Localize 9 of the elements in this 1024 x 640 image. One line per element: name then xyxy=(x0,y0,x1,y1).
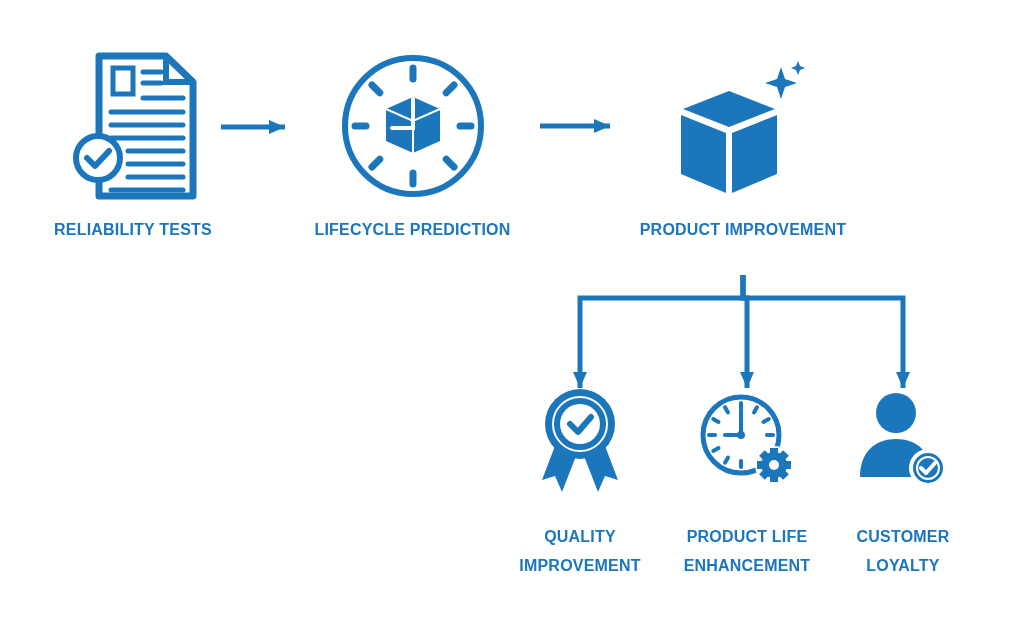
arrow xyxy=(540,119,610,133)
arrow xyxy=(221,120,285,134)
step-label: PRODUCT IMPROVEMENT xyxy=(638,220,848,240)
step-label: QUALITY IMPROVEMENT xyxy=(518,527,642,576)
step-label: PRODUCT LIFE ENHANCEMENT xyxy=(682,527,812,576)
step-label: RELIABILITY TESTS xyxy=(53,220,213,240)
step-label: CUSTOMER LOYALTY xyxy=(855,527,951,576)
arrow xyxy=(740,275,910,388)
step-label: LIFECYCLE PREDICTION xyxy=(313,220,512,240)
